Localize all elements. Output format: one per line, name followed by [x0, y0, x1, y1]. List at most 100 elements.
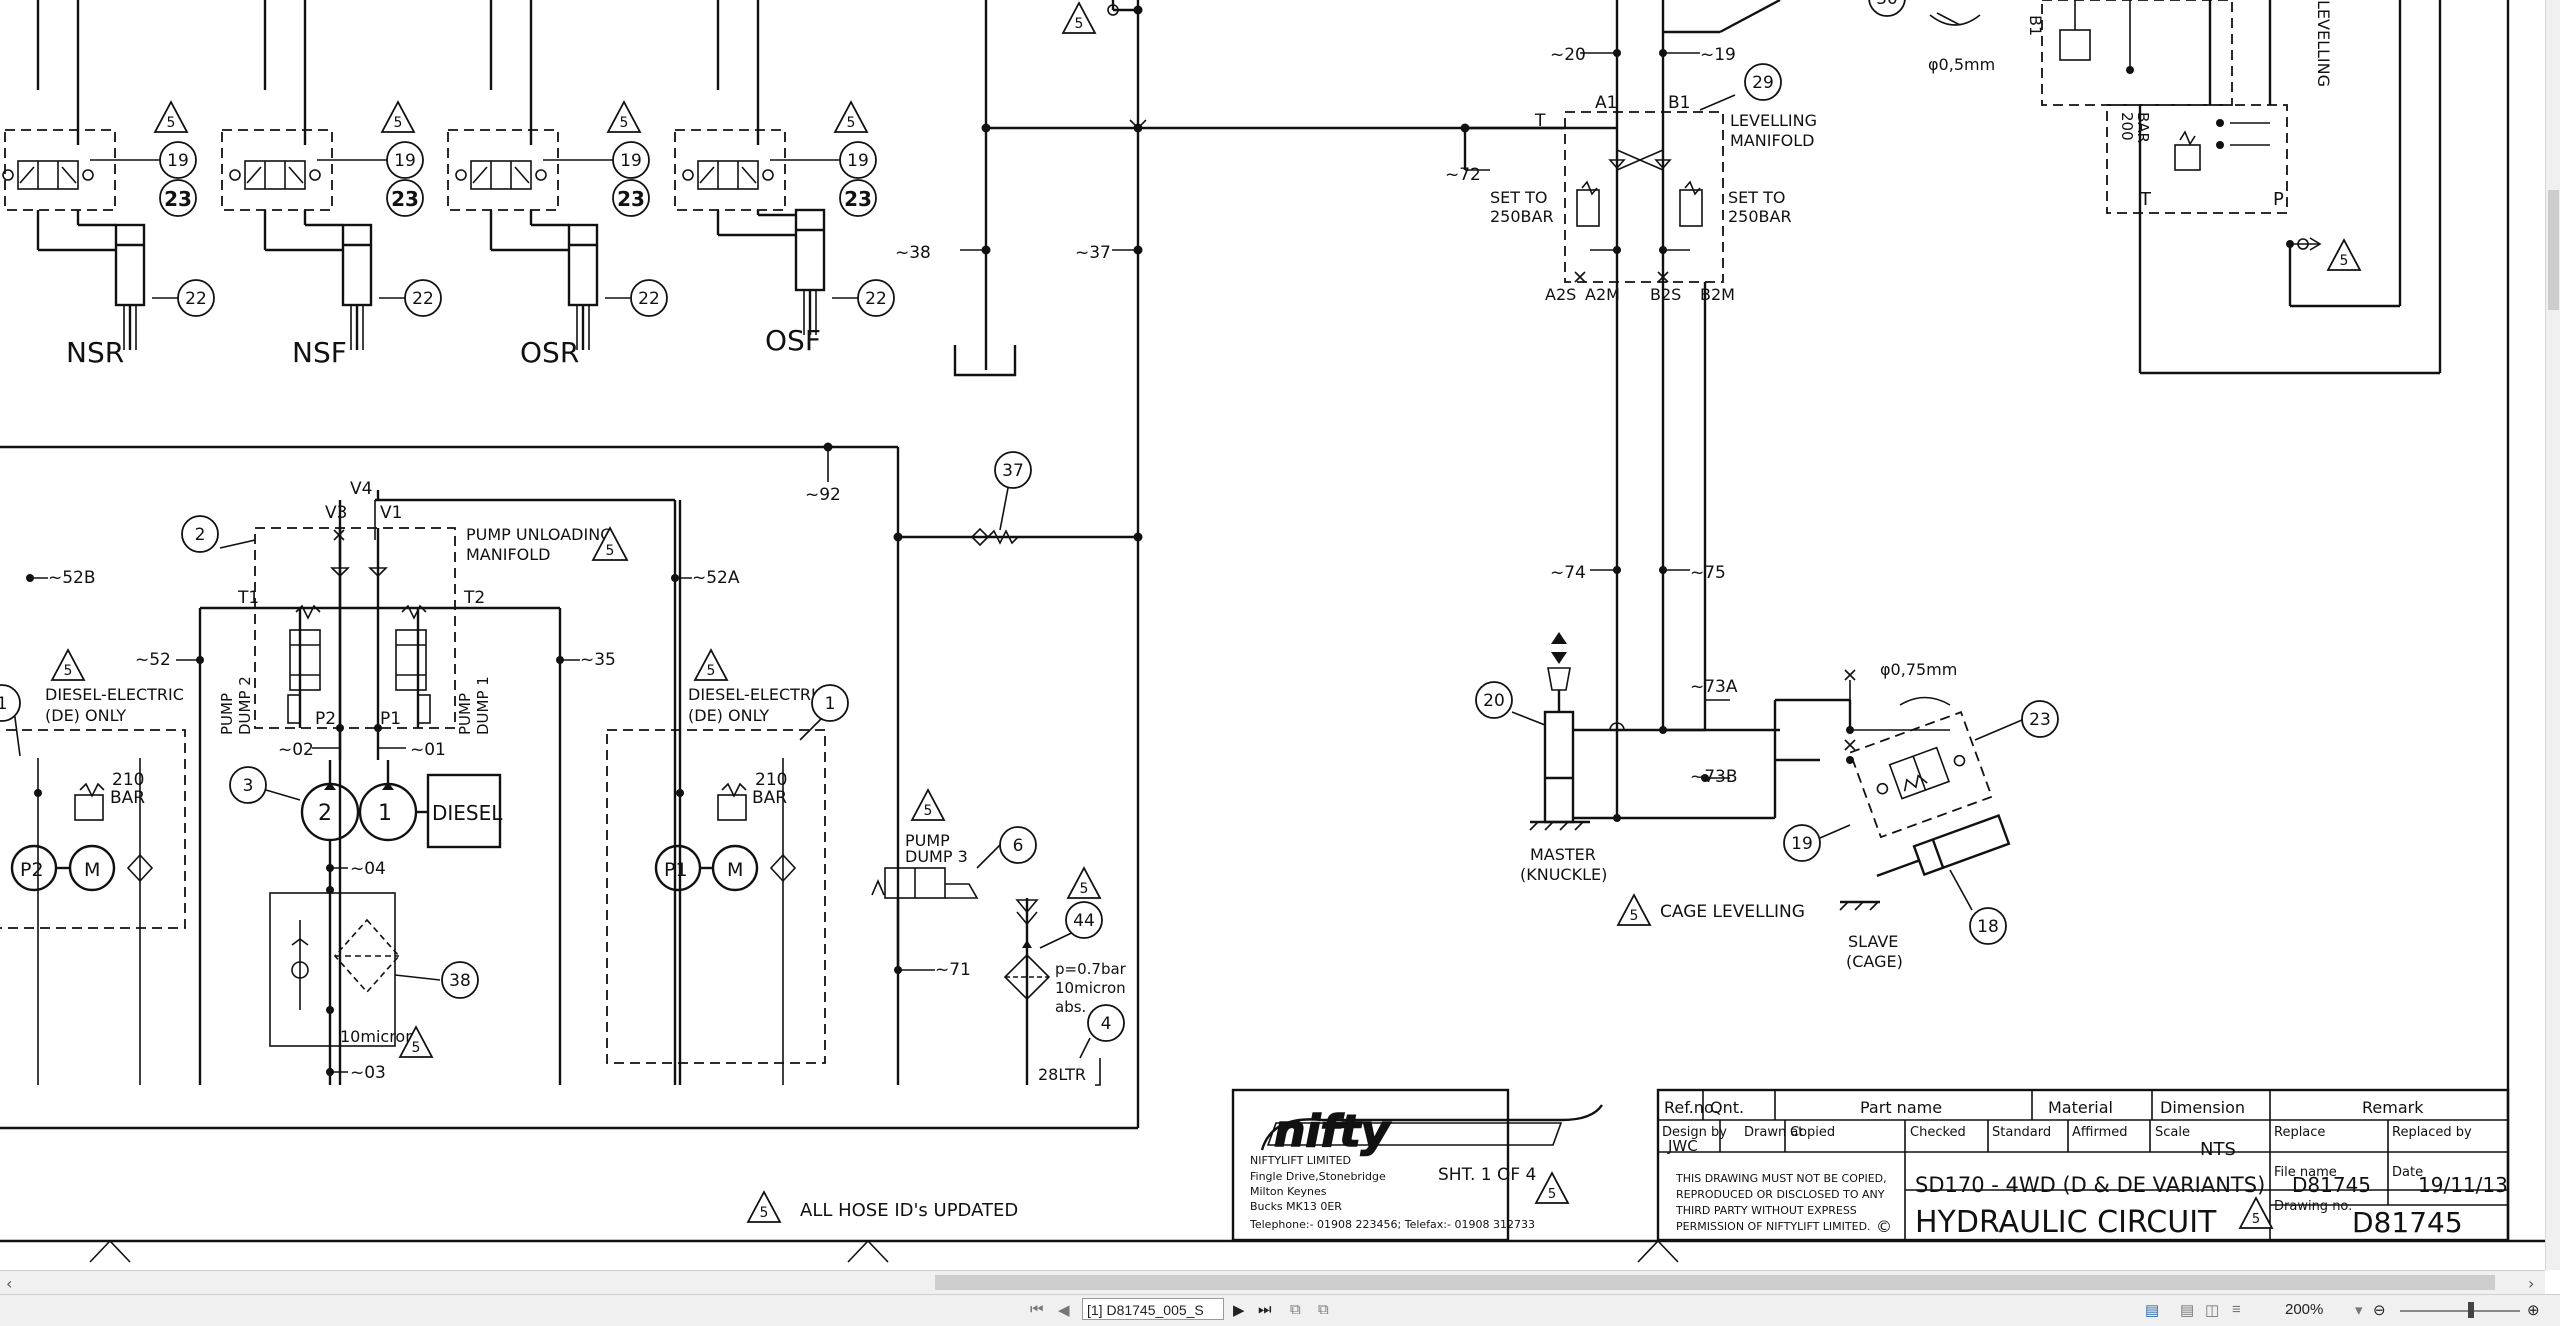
hose-52a: ~52A: [692, 568, 740, 588]
zoom-dropdown-icon[interactable]: ▾: [2355, 1302, 2363, 1319]
bubble-3: 3: [243, 776, 254, 796]
page-select[interactable]: [1] D81745_005_S: [1082, 1298, 1224, 1320]
next-page-icon[interactable]: ▶: [1233, 1302, 1245, 1319]
label-de-left-1: DIESEL-ELECTRIC: [45, 685, 184, 704]
label-250bar-a: 250BAR: [1490, 207, 1554, 226]
label-pump-dump-2b: DUMP 2: [236, 676, 254, 735]
label-m-right: M: [727, 859, 743, 881]
label-pump-1: 1: [378, 801, 392, 826]
label-osr: OSR: [520, 336, 579, 369]
wheel-section-osr: [447, 0, 599, 352]
title-block: [1231, 1088, 2510, 1242]
bubble-23: 23: [844, 187, 872, 211]
date-label: Date: [2392, 1165, 2423, 1180]
label-orifice-05: φ0,5mm: [1928, 55, 1995, 74]
notice-line-2: REPRODUCED OR DISCLOSED TO ANY: [1676, 1188, 1885, 1201]
copied-label: Copied: [1790, 1125, 1835, 1140]
bubble-22: 22: [638, 289, 660, 309]
rev-5: 5: [924, 803, 933, 819]
design-by-value: JWC: [1667, 1137, 1698, 1155]
fit-view-icon[interactable]: ≡: [2232, 1301, 2241, 1318]
paste-page-icon[interactable]: ⧉: [1318, 1301, 1329, 1318]
bubble-44: 44: [1073, 911, 1095, 931]
header-qnt: Qnt.: [1710, 1098, 1744, 1117]
header-material: Material: [2048, 1098, 2113, 1117]
label-210-right-2: BAR: [752, 788, 787, 808]
drawing-title-1: SD170 - 4WD (D & DE VARIANTS): [1915, 1173, 2265, 1197]
label-t-manifold: T: [1534, 111, 1546, 131]
hydraulic-schematic: NSR NSF OSR OSF ~38 ~37 ~92: [0, 0, 2545, 1263]
label-pump-2: 2: [318, 801, 332, 826]
bubble-30: 30: [1876, 0, 1898, 9]
zoom-slider-track[interactable]: [2400, 1310, 2520, 1312]
nifty-logo: nifty: [1274, 1106, 1392, 1157]
bubble-1: 1: [0, 694, 7, 714]
label-10micron-abs: 10micron: [1055, 979, 1126, 997]
horizontal-scrollbar[interactable]: ‹ ›: [0, 1270, 2545, 1295]
scroll-right-arrow-icon[interactable]: ›: [2528, 1274, 2535, 1293]
label-210-left-2: BAR: [110, 788, 145, 808]
horizontal-scroll-thumb[interactable]: [935, 1275, 2495, 1290]
drawing-no-value: D81745: [2352, 1206, 2463, 1239]
label-p-top: P: [2273, 189, 2284, 210]
bubble-19: 19: [394, 151, 416, 171]
label-master-knuckle: (KNUCKLE): [1520, 865, 1607, 884]
scroll-left-arrow-icon[interactable]: ‹: [6, 1274, 13, 1293]
label-t-top: T: [2139, 189, 2152, 210]
vertical-scroll-thumb[interactable]: [2548, 190, 2559, 310]
continuous-view-icon[interactable]: ▤: [2180, 1302, 2195, 1319]
bubble-22: 22: [412, 289, 434, 309]
diesel-electric-unit-right: [606, 729, 826, 1085]
label-levelling-top: LEVELLING: [2314, 0, 2333, 87]
scale-value: NTS: [2200, 1139, 2236, 1160]
copy-page-icon[interactable]: ⧉: [1290, 1301, 1301, 1318]
hose-20: ~20: [1550, 45, 1586, 65]
hose-04: ~04: [350, 859, 386, 879]
bubble-19: 19: [847, 151, 869, 171]
design-by-label: Design by: [1662, 1125, 1727, 1140]
notice-line-4: PERMISSION OF NIFTYLIFT LIMITED.: [1676, 1220, 1871, 1233]
rev-5: 5: [2340, 253, 2349, 269]
label-filter-10micron: 10micron: [340, 1027, 415, 1046]
rev-5: 5: [412, 1040, 421, 1056]
first-page-icon[interactable]: ⏮: [1030, 1301, 1044, 1318]
bubble-6: 6: [1013, 836, 1024, 856]
label-pump-dump-2a: PUMP: [218, 693, 236, 735]
hose-72: ~72: [1445, 165, 1481, 185]
replaced-by-label: Replaced by: [2392, 1125, 2472, 1140]
bubble-22: 22: [865, 289, 887, 309]
label-p1: P1: [380, 709, 401, 729]
status-bar: ⏮ ◀ [1] D81745_005_S ▶ ⏭ ⧉ ⧉ ▤ ▤ ◫ ≡ 200…: [0, 1294, 2560, 1326]
revision-marks: 5 5 5 5 5 5 5 5 5 5 5 5 5 5: [50, 1, 2362, 1223]
copyright-symbol: ©: [1876, 1217, 1892, 1236]
zoom-out-icon[interactable]: ⊖: [2373, 1302, 2386, 1319]
pump-assembly: [269, 760, 502, 1085]
bubble-23: 23: [391, 187, 419, 211]
zoom-in-icon[interactable]: ⊕: [2527, 1302, 2540, 1319]
rev-5: 5: [1080, 881, 1089, 897]
zoom-level[interactable]: 200%: [2285, 1301, 2324, 1318]
label-p1-pump: P1: [664, 859, 688, 881]
label-de-right-1: DIESEL-ELECTRIC: [688, 685, 827, 704]
rev-5: 5: [64, 663, 73, 679]
bubble-23: 23: [164, 187, 192, 211]
zoom-slider-knob[interactable]: [2468, 1302, 2474, 1318]
rev-5: 5: [167, 115, 176, 131]
last-page-icon[interactable]: ⏭: [1258, 1301, 1272, 1318]
wheel-section-osf: [674, 0, 826, 337]
vertical-scrollbar[interactable]: [2545, 0, 2560, 1270]
hose-01: ~01: [410, 740, 446, 760]
pump-unloading-manifold: [198, 490, 682, 1085]
hose-03: ~03: [350, 1063, 386, 1083]
label-pump-dump-1a: PUMP: [456, 693, 474, 735]
label-bar-top: BAR: [2134, 112, 2152, 143]
single-page-view-icon[interactable]: ▤: [2145, 1302, 2160, 1319]
label-28ltr: 28LTR: [1038, 1065, 1086, 1084]
rev-5: 5: [1548, 1187, 1556, 1202]
bubble-19: 19: [167, 151, 189, 171]
label-a1: A1: [1595, 93, 1617, 113]
hose-52: ~52: [135, 650, 171, 670]
previous-page-icon[interactable]: ◀: [1058, 1302, 1070, 1319]
two-page-view-icon[interactable]: ◫: [2205, 1302, 2220, 1319]
